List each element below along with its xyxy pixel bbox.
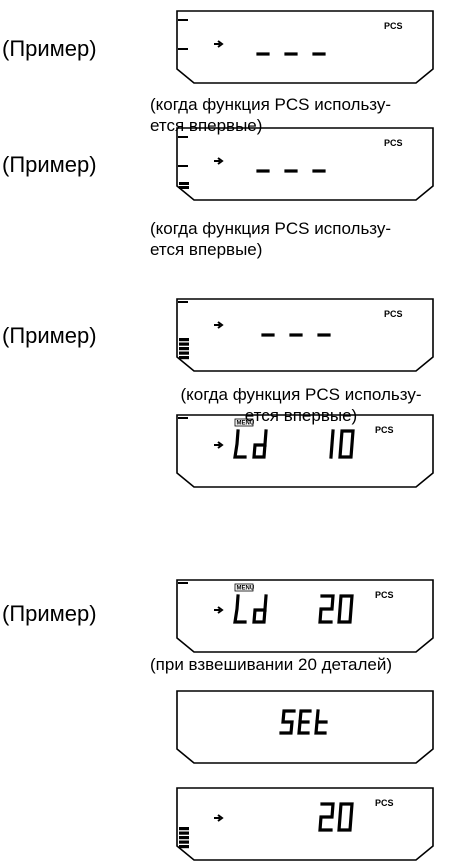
caption-first-use: (когда функция PCS использу- ется впервы… xyxy=(150,219,392,259)
unit-pcs: PCS xyxy=(375,798,394,808)
lcd-display: PCS xyxy=(176,10,434,84)
lcd-display: PCS xyxy=(176,298,434,372)
arrow-icon xyxy=(214,157,224,165)
example-label: (Пример) xyxy=(2,152,97,177)
arrow-icon xyxy=(214,321,224,329)
lcd-display: PCS xyxy=(176,127,434,201)
lcd-display: MENU PCS xyxy=(176,414,434,488)
unit-pcs: PCS xyxy=(384,309,403,319)
arrow-icon xyxy=(214,40,224,48)
unit-pcs: PCS xyxy=(384,21,403,31)
arrow-icon xyxy=(214,441,224,449)
arrow-icon xyxy=(214,814,224,822)
caption-weighing: (при взвешивании 20 деталей) xyxy=(150,655,393,674)
caption-first-use: (когда функция PCS использу- ется впервы… xyxy=(180,385,422,425)
menu-badge: MENU xyxy=(237,421,255,427)
example-label: (Пример) xyxy=(2,36,97,61)
lcd-display xyxy=(176,690,434,764)
arrow-icon xyxy=(214,606,224,614)
unit-pcs: PCS xyxy=(375,590,394,600)
lcd-display: PCS xyxy=(176,787,434,861)
lcd-display: MENU PCS xyxy=(176,579,434,653)
unit-pcs: PCS xyxy=(375,425,394,435)
example-label: (Пример) xyxy=(2,323,97,348)
caption-first-use: (когда функция PCS использу- ется впервы… xyxy=(150,95,392,135)
example-label: (Пример) xyxy=(2,601,97,626)
menu-badge: MENU xyxy=(237,586,255,592)
unit-pcs: PCS xyxy=(384,138,403,148)
